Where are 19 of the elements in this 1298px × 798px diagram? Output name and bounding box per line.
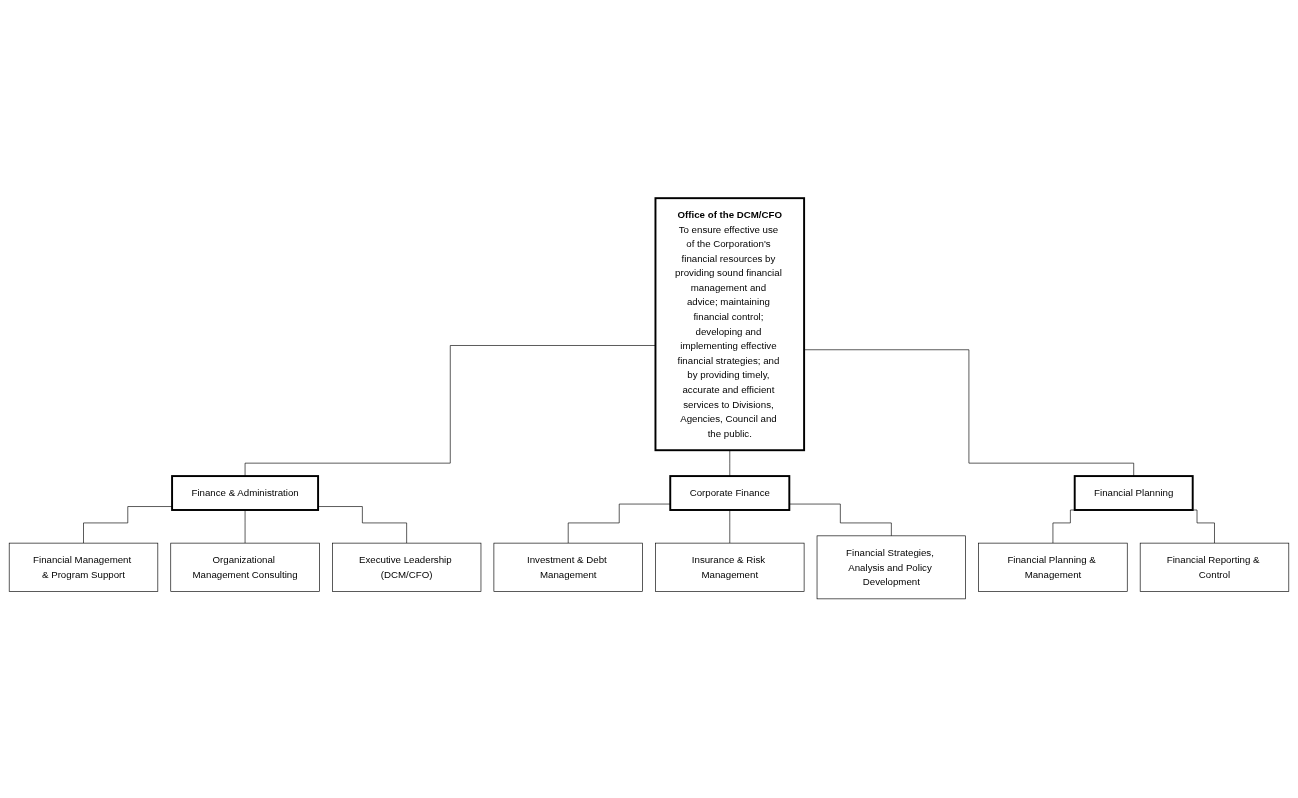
node-box: Office of the DCM/CFO To ensure effective use of the Corporation's financial resources by providing sound financial management and advice; maintaining financial control; developing and implementing effective financial strategies; and by providing timely, accurate and efficient services to Divisions, Agencies, Council and the public. <box>654 197 806 452</box>
node-box: Financial Management & Program Support <box>8 543 159 593</box>
node-box: Financial Planning & Management <box>978 543 1128 593</box>
connector <box>83 506 173 544</box>
node-box: Investment & Debt Management <box>493 543 643 593</box>
node-box: Financial Strategies, Analysis and Policy Development <box>816 536 966 600</box>
node-box: Financial Planning <box>1073 475 1194 512</box>
connector <box>567 504 671 544</box>
node-box: Corporate Finance <box>669 475 791 512</box>
connector <box>729 450 731 477</box>
node-box: Executive Leadership (DCM/CFO) <box>332 543 482 593</box>
connector <box>789 504 892 537</box>
node-box: Organizational Management Consulting <box>170 543 320 593</box>
connector <box>729 510 731 544</box>
connector <box>244 510 246 544</box>
node-box: Insurance & Risk Management <box>655 543 805 593</box>
connector <box>244 345 656 477</box>
node-box: Finance & Administration <box>171 475 320 512</box>
node-box: Financial Reporting & Control <box>1139 543 1290 593</box>
